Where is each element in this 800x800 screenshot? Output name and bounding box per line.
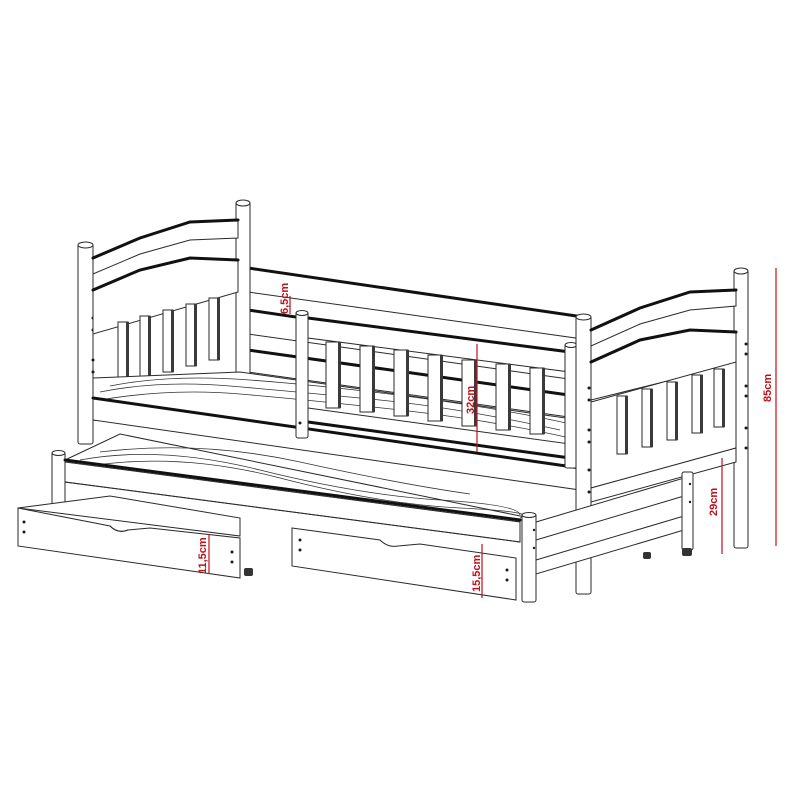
trundle-bed	[51, 433, 694, 603]
bolt-holes	[587, 342, 748, 494]
drawer-right	[291, 527, 517, 601]
safety-rail	[295, 310, 578, 469]
safety-rail-slats	[325, 341, 545, 435]
dimension-drawer-height: 11,5cm	[197, 534, 210, 574]
footboard-slats	[616, 368, 725, 455]
dimension-rail-gap: 6,5cm	[279, 283, 291, 314]
drawer-left-caster	[244, 568, 253, 576]
footboard	[575, 267, 749, 595]
svg-text:6,5cm: 6,5cm	[279, 283, 291, 314]
headboard	[77, 199, 251, 445]
svg-text:15,5cm: 15,5cm	[471, 554, 483, 592]
dimension-trundle-clearance: 29cm	[708, 458, 723, 554]
trundle-caster	[643, 548, 692, 559]
svg-text:32cm: 32cm	[465, 386, 477, 414]
svg-text:29cm: 29cm	[708, 488, 720, 516]
dimension-trundle-front-height: 15,5cm	[471, 544, 483, 598]
svg-text:85cm: 85cm	[762, 374, 774, 402]
svg-text:11,5cm: 11,5cm	[197, 537, 209, 574]
dimension-total-height: 85cm	[762, 268, 777, 546]
headboard-slats	[117, 297, 220, 385]
drawer-left	[17, 495, 253, 579]
dimension-safety-rail-height: 32cm	[465, 344, 478, 452]
